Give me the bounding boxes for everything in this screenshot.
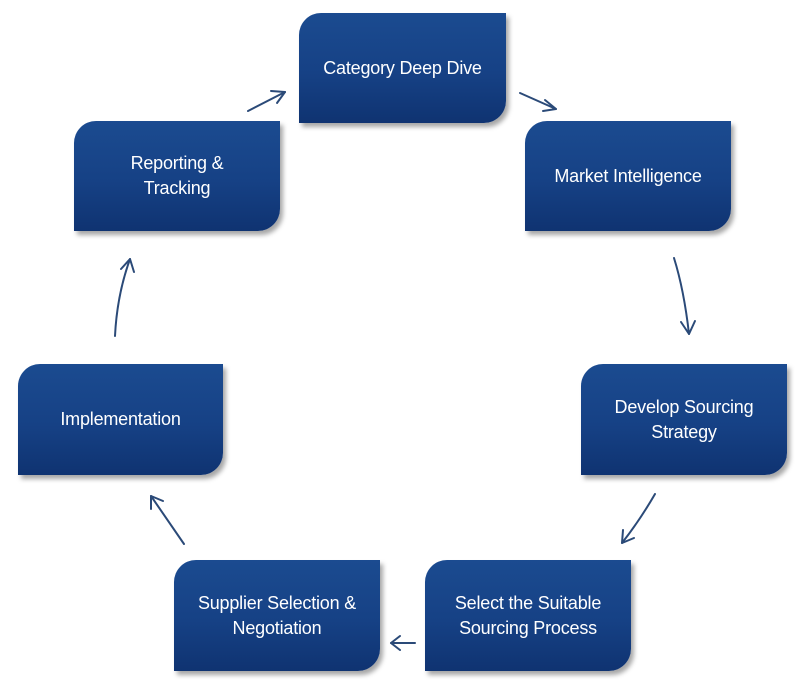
step-select-sourcing-process: Select the Suitable Sourcing Process	[425, 560, 631, 671]
step-label: Supplier Selection & Negotiation	[197, 592, 357, 638]
arrow-develop-to-select	[621, 493, 656, 544]
step-label: Reporting & Tracking	[130, 153, 224, 198]
arrow-select-to-supplier	[390, 635, 416, 651]
arrow-supplier-to-implementation	[150, 495, 185, 545]
arrow-implementation-to-reporting	[114, 258, 135, 337]
step-implementation: Implementation	[18, 364, 223, 475]
step-label: Market Intelligence	[554, 165, 702, 186]
step-label: Develop Sourcing Strategy	[614, 396, 754, 442]
step-label: Select the Suitable Sourcing Process	[454, 592, 602, 638]
step-market-intelligence: Market Intelligence	[525, 121, 731, 231]
step-label: Implementation	[60, 409, 181, 429]
step-develop-sourcing-strategy: Develop Sourcing Strategy	[581, 364, 787, 475]
arrow-category-to-market	[519, 92, 557, 112]
step-supplier-selection-negotiation: Supplier Selection & Negotiation	[174, 560, 380, 671]
step-reporting-tracking: Reporting & Tracking	[74, 121, 280, 231]
arrow-market-to-develop	[673, 257, 696, 335]
step-category-deep-dive: Category Deep Dive	[299, 13, 506, 123]
step-label: Category Deep Dive	[323, 57, 482, 78]
arrow-reporting-to-category	[247, 90, 286, 112]
